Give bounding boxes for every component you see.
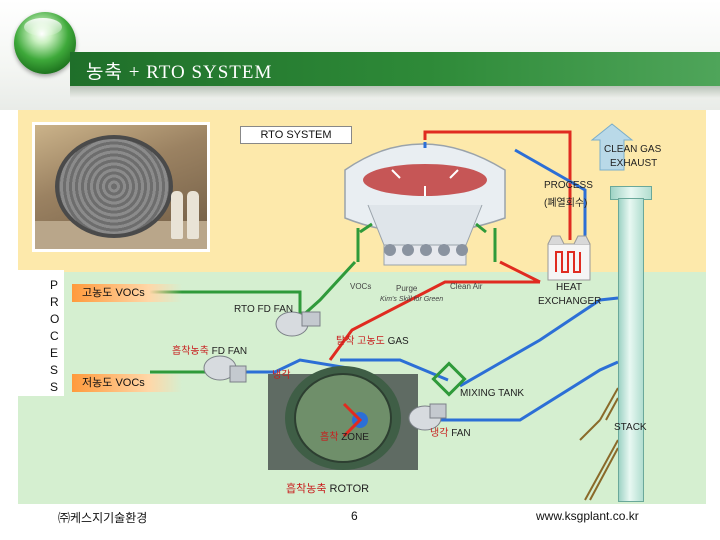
stack-label: STACK <box>614 422 647 433</box>
title-bar-shadow <box>70 86 720 98</box>
purge-small-label: Purge <box>396 284 418 293</box>
photo-person <box>171 191 183 239</box>
clean-air-small-label: Clean Air <box>450 282 483 291</box>
clean-gas-label-1: CLEAN GAS <box>604 144 662 155</box>
cooling-fan-label-kr: 냉각 <box>430 428 449 439</box>
concentrator-fd-fan <box>203 355 247 383</box>
rto-fd-fan-label: RTO FD FAN <box>234 304 294 315</box>
cooling-label: 냉각 <box>272 370 291 381</box>
process-letter-column <box>18 270 64 396</box>
green-line-vessel <box>356 228 497 262</box>
footer-page-number: 6 <box>351 509 358 523</box>
green-line-highconc <box>150 290 302 318</box>
photo-rotor-wheel <box>55 135 173 238</box>
heat-exchanger-label-1: HEAT <box>556 282 582 293</box>
high-conc-vocs-label: 고농도 VOCs <box>72 284 182 302</box>
heat-exchanger <box>547 235 591 281</box>
process-heat-recovery-label-1: PROCESS <box>544 180 593 191</box>
rotor-label-kr: 흡착농축 <box>286 483 327 495</box>
footer-website: www.ksgplant.co.kr <box>536 509 639 523</box>
process-letter: C <box>50 329 59 343</box>
process-letter: R <box>50 295 59 309</box>
blue-line-mixing <box>340 358 449 382</box>
high-conc-vocs-label-kr: 고농도 <box>82 287 113 299</box>
concentrator-fd-fan-label-kr: 흡착농축 <box>172 346 209 357</box>
concentrator-rotor <box>268 366 418 470</box>
photo-person <box>187 191 199 239</box>
rotor-label: 흡착농축 ROTOR <box>286 480 369 496</box>
stack-chimney <box>618 198 644 502</box>
rto-system-label: RTO SYSTEM <box>240 126 352 144</box>
cooling-fan-label: 냉각 FAN <box>430 424 471 439</box>
heat-exchanger-label-2: EXCHANGER <box>538 296 602 307</box>
mixing-tank <box>431 361 467 397</box>
adsorption-zone-label: 흡착 ZONE <box>320 428 369 443</box>
desorption-gas-label: 탈착 고농도 GAS <box>336 332 409 347</box>
clean-gas-label-2: EXHAUST <box>610 158 658 169</box>
process-letter: P <box>50 278 59 292</box>
adsorption-zone-label-kr: 흡착 <box>320 432 339 443</box>
vocs-small-label: VOCs <box>350 282 372 291</box>
high-conc-vocs-label-en: VOCs <box>115 287 145 299</box>
stack-stairs <box>579 387 619 501</box>
process-letter: O <box>50 312 60 326</box>
process-heat-recovery-label-2: (폐열회수) <box>544 198 588 209</box>
desorption-gas-label-kr: 탈착 고농도 <box>336 336 385 347</box>
cooling-fan-label-en: FAN <box>451 428 471 439</box>
concentrator-fd-fan-label-en: FD FAN <box>211 346 248 357</box>
page-title: 농축 + RTO SYSTEM <box>86 62 273 83</box>
concentrator-fd-fan-label: 흡착농축 FD FAN <box>172 342 247 357</box>
title-bar <box>70 52 720 86</box>
process-letter: S <box>50 380 59 394</box>
kim-caption: Kim's Skill for Green <box>380 296 444 303</box>
footer-company: ㈜케스지기술환경 <box>58 511 148 525</box>
low-conc-vocs-label-kr: 저농도 <box>82 377 113 389</box>
blue-line-fan-to-stack <box>430 360 619 422</box>
mixing-tank-label: MIXING TANK <box>460 388 525 399</box>
process-letter: S <box>50 363 59 377</box>
low-conc-vocs-label-en: VOCs <box>115 377 145 389</box>
rto-vessel <box>344 142 506 266</box>
clean-gas-arrow <box>590 123 634 171</box>
cooling-fan <box>408 403 447 431</box>
red-line-desorption <box>328 280 540 361</box>
blue-line-cooling <box>245 358 361 374</box>
rotor-photo <box>32 122 210 252</box>
green-line-to-vessel <box>298 260 357 320</box>
red-line-top <box>423 130 572 240</box>
red-line-vessel-down <box>499 260 541 284</box>
process-letter: E <box>50 346 59 360</box>
rotor-label-en: ROTOR <box>329 483 370 495</box>
logo-orb-shine <box>24 18 62 36</box>
adsorption-zone-label-en: ZONE <box>341 432 369 443</box>
low-conc-vocs-label: 저농도 VOCs <box>72 374 182 392</box>
desorption-gas-label-en: GAS <box>387 336 409 347</box>
blue-line-top <box>514 148 587 240</box>
rto-fd-fan <box>275 311 321 337</box>
blue-line-mixing-to-stack <box>459 296 619 388</box>
